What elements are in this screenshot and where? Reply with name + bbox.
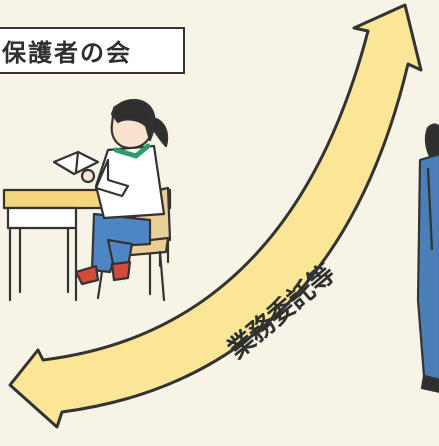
group-label: 保護者の会 — [2, 39, 132, 67]
group-label-box: 保護者の会 — [0, 27, 185, 74]
suited-person — [416, 123, 439, 393]
student-at-desk — [2, 99, 172, 302]
double-headed-arrow — [8, 3, 423, 429]
